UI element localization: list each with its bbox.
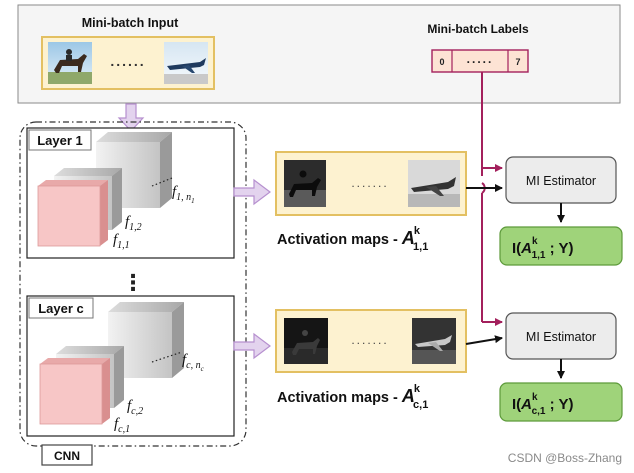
mi-estimator-c: MI Estimator — [505, 312, 617, 360]
activation-airplane-thumbnail — [408, 160, 460, 207]
activation-c-to-estimator-arrow — [465, 335, 503, 345]
mi-estimator-1: MI Estimator — [505, 156, 617, 204]
layer-c-fn-label: fc, nc — [182, 352, 205, 373]
layer-c-f1-label: fc,1 — [114, 416, 130, 435]
labels-to-estimators-connector — [481, 72, 503, 326]
mi-estimator-1-label: MI Estimator — [526, 174, 596, 188]
mini-batch-input-title: Mini-batch Input — [82, 16, 179, 30]
mi-estimator-c-label: MI Estimator — [526, 330, 596, 344]
activation-maps-1-box: ....... — [275, 151, 467, 216]
layer-1-block: Layer 1 f1, n1 f1,2 f1,1 — [26, 127, 235, 259]
layer-c-feature-map-1 — [39, 358, 110, 425]
activation-c-horse-thumbnail — [284, 318, 328, 364]
input-ellipsis: ...... — [110, 53, 145, 69]
layer-1-feature-map-1 — [37, 180, 108, 247]
input-to-cnn-arrow — [117, 103, 145, 132]
layer-c-f2-label: fc,2 — [127, 398, 143, 417]
activation-1-ellipsis: ....... — [351, 176, 388, 190]
mini-batch-input-box: ...... — [41, 36, 215, 90]
label-ellipsis: ..... — [467, 52, 494, 66]
label-last-value: 7 — [515, 57, 520, 67]
layer-c-to-activation-arrow — [233, 332, 271, 360]
cnn-label: CNN — [54, 449, 80, 463]
label-first-value: 0 — [439, 57, 444, 67]
layer-1-to-activation-arrow — [233, 178, 271, 206]
activation-c-airplane-thumbnail — [412, 318, 456, 364]
layer-1-f1-label: f1,1 — [113, 232, 130, 251]
activation-c-ellipsis: ....... — [351, 333, 388, 347]
layer-1-f2-label: f1,2 — [125, 214, 142, 233]
layer-c-title: Layer c — [38, 301, 84, 316]
activation-maps-c-box: ....... — [275, 309, 467, 373]
horse-rider-thumbnail — [48, 42, 92, 84]
layer-1-title: Layer 1 — [37, 133, 83, 148]
mini-batch-labels-title: Mini-batch Labels — [427, 22, 529, 36]
layer-c-block: Layer c fc, nc fc,2 fc,1 — [26, 295, 235, 437]
activation-horse-thumbnail — [284, 160, 326, 207]
cnn-container — [19, 121, 247, 447]
watermark: CSDN @Boss-Zhang — [508, 451, 622, 465]
layers-vertical-ellipsis: ⋮ — [122, 270, 144, 295]
mini-batch-labels-box: 0 ..... 7 — [431, 49, 529, 73]
layer-1-fn-label: f1, n1 — [172, 184, 195, 205]
airplane-thumbnail — [164, 42, 208, 84]
cnn-label-box: CNN — [41, 444, 93, 466]
layer-c-dotted-leader — [151, 351, 183, 363]
